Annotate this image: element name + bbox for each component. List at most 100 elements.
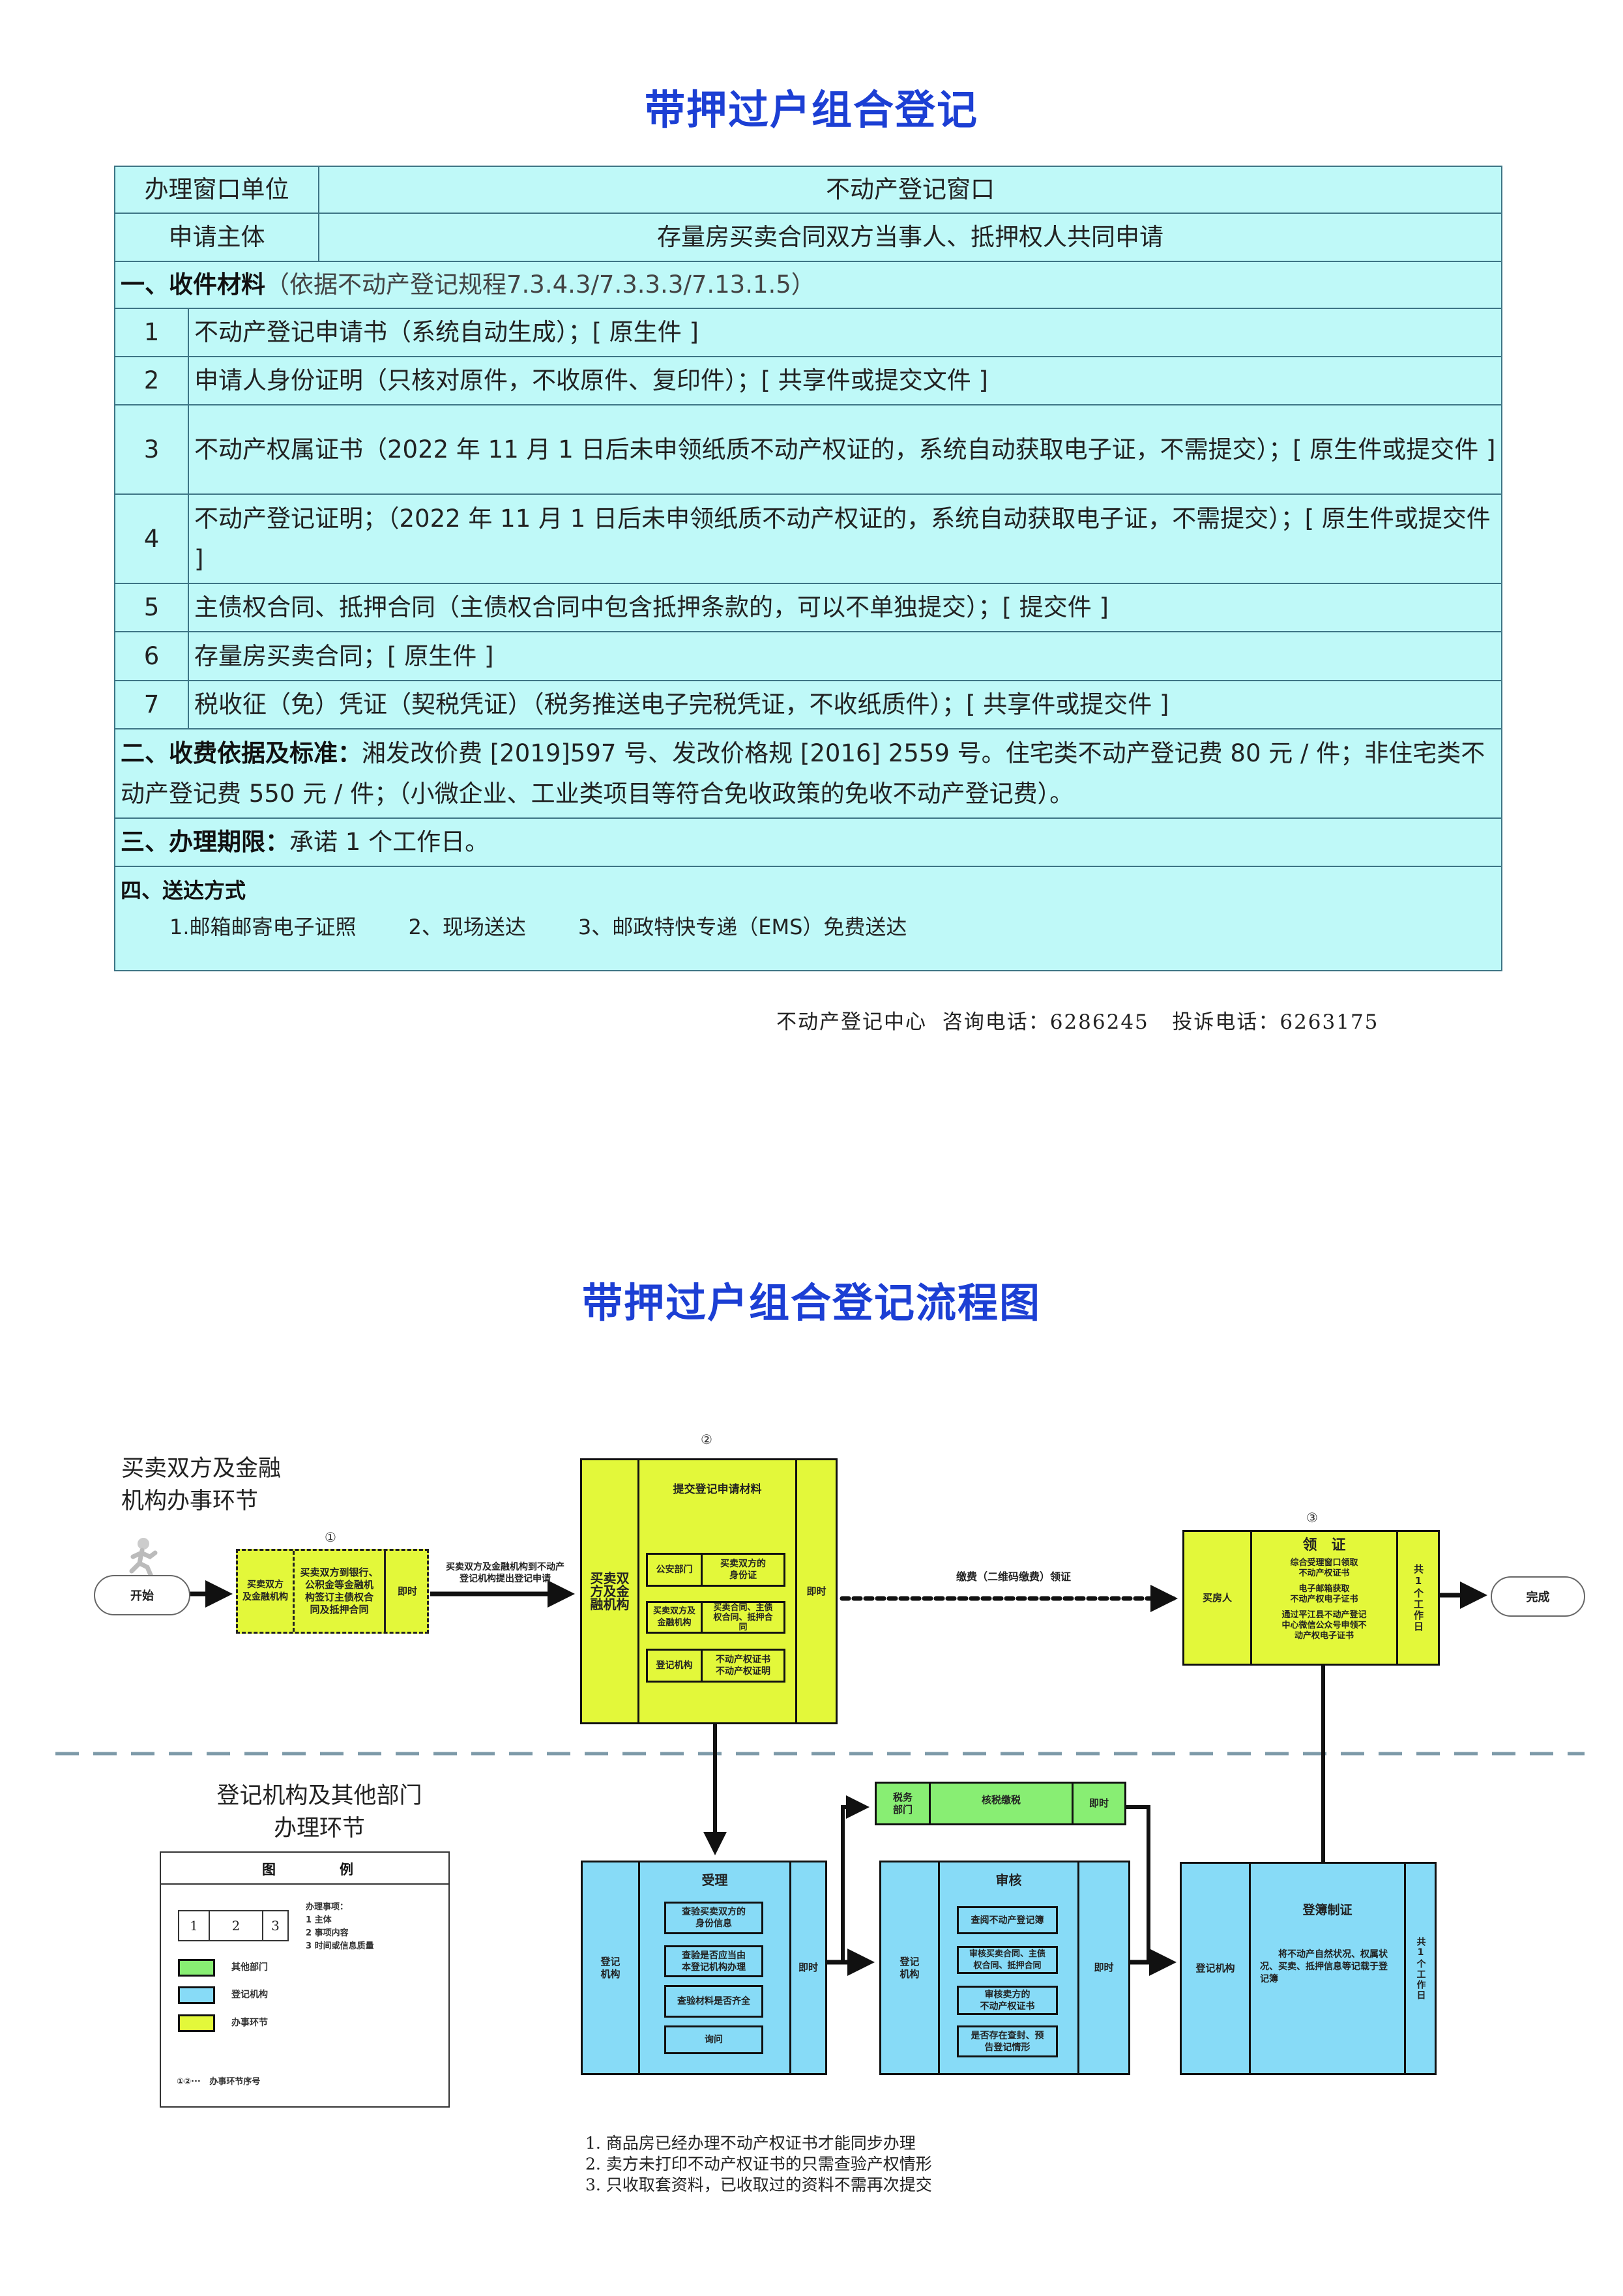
legend-explain-line: 2 事项内容 (306, 1928, 349, 1938)
legend-title-left: 图 (262, 1862, 276, 1877)
step2-dept: 买卖双方及 金融机构 (646, 1601, 701, 1634)
consult-phone: 6286245 (1049, 1010, 1149, 1034)
material-text: 申请人身份证明（只核对原件，不收原件、复印件）；[ 共享件或提交文件 ] (188, 356, 1502, 405)
legend-seq-symbol: ①②··· (177, 2077, 201, 2087)
legend-swatch-step (178, 2014, 215, 2032)
materials-heading: 一、收件材料 (121, 271, 265, 299)
legend-explain-line: 办理事项： (306, 1902, 349, 1912)
row-window-unit: 办理窗口单位 不动产登记窗口 (114, 166, 1502, 214)
legend-explain: 办理事项： 1 主体 2 事项内容 3 时间或信息质量 (306, 1901, 374, 1953)
step1-content: 买卖双方到银行、 公积金等金融机 构签订主债权合 同及抵押合同 (293, 1551, 384, 1632)
step2-dept: 登记机构 (646, 1649, 701, 1683)
review-time: 即时 (1077, 1862, 1128, 2073)
accept-content: 受理 查验买卖双方的 身份信息 查验是否应当由 本登记机构办理 查验材料是否齐全… (638, 1862, 789, 2073)
step2-item: 不动产权证书 不动产权证明 (701, 1649, 785, 1683)
note-item: 2. 卖方未打印不动产权证书的只需查验产权情形 (585, 2155, 932, 2173)
legend-cell: 1 (179, 1911, 210, 1940)
legend-seq: ①②··· 办事环节序号 (177, 2074, 260, 2087)
step1-subject: 买卖双方 及金融机构 (242, 1580, 288, 1602)
legend-header: 图 例 (161, 1853, 448, 1885)
legend-swatch-registry (178, 1986, 215, 2004)
applicant-label: 申请主体 (114, 213, 319, 262)
material-no: 4 (114, 493, 189, 584)
legend-seq-label: 办事环节序号 (209, 2077, 261, 2087)
material-no: 2 (114, 356, 189, 405)
legend-explain-line: 3 时间或信息质量 (306, 1941, 374, 1951)
lane-label-top: 买卖双方及金融 机构办事环节 (121, 1456, 282, 1514)
delivery-option: 3、邮政特快专递（EMS）免费送达 (578, 915, 907, 939)
fee-heading: 二、收费依据及标准： (121, 739, 362, 767)
step3-line: 电子邮箱获取 不动产权电子证书 (1290, 1584, 1358, 1604)
legend-explain-line: 1 主体 (306, 1915, 332, 1925)
step2-dept: 公安部门 (646, 1553, 701, 1587)
accept-subject: 登记 机构 (600, 1955, 621, 1980)
register-subject: 登记机构 (1195, 1962, 1235, 1974)
step2-title: 提交登记申请材料 (673, 1483, 762, 1496)
legend-cell: 2 (210, 1911, 263, 1940)
accept-box: 登记 机构 受理 查验买卖双方的 身份信息 查验是否应当由 本登记机构办理 查验… (581, 1861, 827, 2075)
window-unit-label: 办理窗口单位 (114, 166, 319, 214)
row-period: 三、办理期限：承诺 1 个工作日。 (114, 817, 1502, 867)
tax-time: 即时 (1072, 1784, 1124, 1823)
accept-item: 查验买卖双方的 身份信息 (664, 1902, 763, 1934)
period-heading: 三、办理期限： (121, 828, 289, 856)
step3-line: 通过平江县不动产登记 中心微信公众号申领不 动产权电子证书 (1281, 1610, 1367, 1641)
row-fee: 二、收费依据及标准：湘发改价费 [2019]597 号、发改价格规 [2016]… (114, 728, 1502, 819)
end-node: 完成 (1491, 1576, 1585, 1617)
note-item: 1. 商品房已经办理不动产权证书才能同步办理 (585, 2134, 916, 2153)
step3-subject: 买房人 (1202, 1591, 1232, 1604)
material-text: 不动产登记申请书（系统自动生成）；[ 原生件 ] (188, 308, 1502, 357)
window-unit-value: 不动产登记窗口 (318, 166, 1502, 214)
period-text: 承诺 1 个工作日。 (289, 828, 490, 856)
arrow2-label: 缴费（二维码缴费）领证 (956, 1570, 1071, 1583)
accept-item: 查验是否应当由 本登记机构办理 (664, 1945, 763, 1977)
footer-center: 不动产登记中心 (776, 1010, 927, 1034)
review-item: 是否存在查封、预 告登记情形 (957, 2025, 1058, 2057)
step3-time: 共1个工作日 (1412, 1563, 1424, 1632)
accept-title: 受理 (701, 1872, 728, 1888)
tax-content: 核税缴税 (929, 1784, 1072, 1823)
start-node: 开始 (94, 1575, 190, 1615)
accept-item: 查验材料是否齐全 (664, 1985, 763, 2018)
arrow-accept-to-tax (841, 1795, 870, 1962)
step1-time: 即时 (384, 1551, 429, 1632)
step3-line: 综合受理窗口领取 不动产权证书 (1290, 1558, 1358, 1578)
material-no: 7 (114, 680, 189, 729)
accept-item: 询问 (664, 2025, 763, 2054)
step2-seq: ② (701, 1432, 712, 1447)
legend-swatch-label: 登记机构 (231, 1990, 268, 2000)
note-item: 3. 只收取套资料，已收取过的资料不需再次提交 (585, 2175, 932, 2194)
delivery-option: 1.邮箱邮寄电子证照 (169, 915, 357, 939)
material-no: 3 (114, 404, 189, 495)
step2-subject: 买卖双 方及金 融机构 (590, 1570, 630, 1612)
material-no: 6 (114, 631, 189, 681)
legend: 图 例 1 2 3 办理事项： 1 主体 2 事项内容 3 时间或信息质量 其他… (160, 1851, 450, 2108)
register-content: 将不动产自然状况、权属状况、买卖、抵押信息等记载于登记簿 (1260, 1949, 1388, 1984)
flowchart-title: 带押过户组合登记流程图 (581, 1279, 1041, 1327)
step3-content: 领 证 综合受理窗口领取 不动产权证书 电子邮箱获取 不动产权电子证书 通过平江… (1250, 1532, 1396, 1664)
review-item: 审核买卖合同、主债 权合同、抵押合同 (957, 1946, 1058, 1974)
step2-item: 买卖双方的 身份证 (701, 1553, 785, 1587)
page-title: 带押过户组合登记 (644, 86, 978, 134)
material-text: 税收征（免）凭证（契税凭证）（税务推送电子完税凭证，不收纸质件）；[ 共享件或提… (188, 680, 1502, 729)
review-item: 审核卖方的 不动产权证书 (957, 1986, 1058, 2015)
legend-swatch-label: 办事环节 (231, 2018, 268, 2028)
register-box: 登记机构 登簿制证 将不动产自然状况、权属状况、买卖、抵押信息等记载于登记簿 共… (1180, 1862, 1437, 2075)
step3-time-wrap: 共1个工作日 (1396, 1532, 1438, 1664)
material-no: 1 (114, 308, 189, 357)
legend-cell: 3 (271, 1918, 280, 1934)
material-text: 不动产登记证明；（2022 年 11 月 1 日后未申领纸质不动产权证的，系统自… (188, 493, 1502, 584)
tax-box: 税务 部门 核税缴税 即时 (875, 1782, 1126, 1825)
runner-icon (129, 1538, 158, 1578)
applicant-value: 存量房买卖合同双方当事人、抵押权人共同申请 (318, 213, 1502, 262)
step2-box: 买卖双 方及金 融机构 提交登记申请材料 公安部门 买卖双方的 身份证 买卖双方… (580, 1458, 838, 1724)
delivery-heading: 四、送达方式 (121, 878, 246, 903)
